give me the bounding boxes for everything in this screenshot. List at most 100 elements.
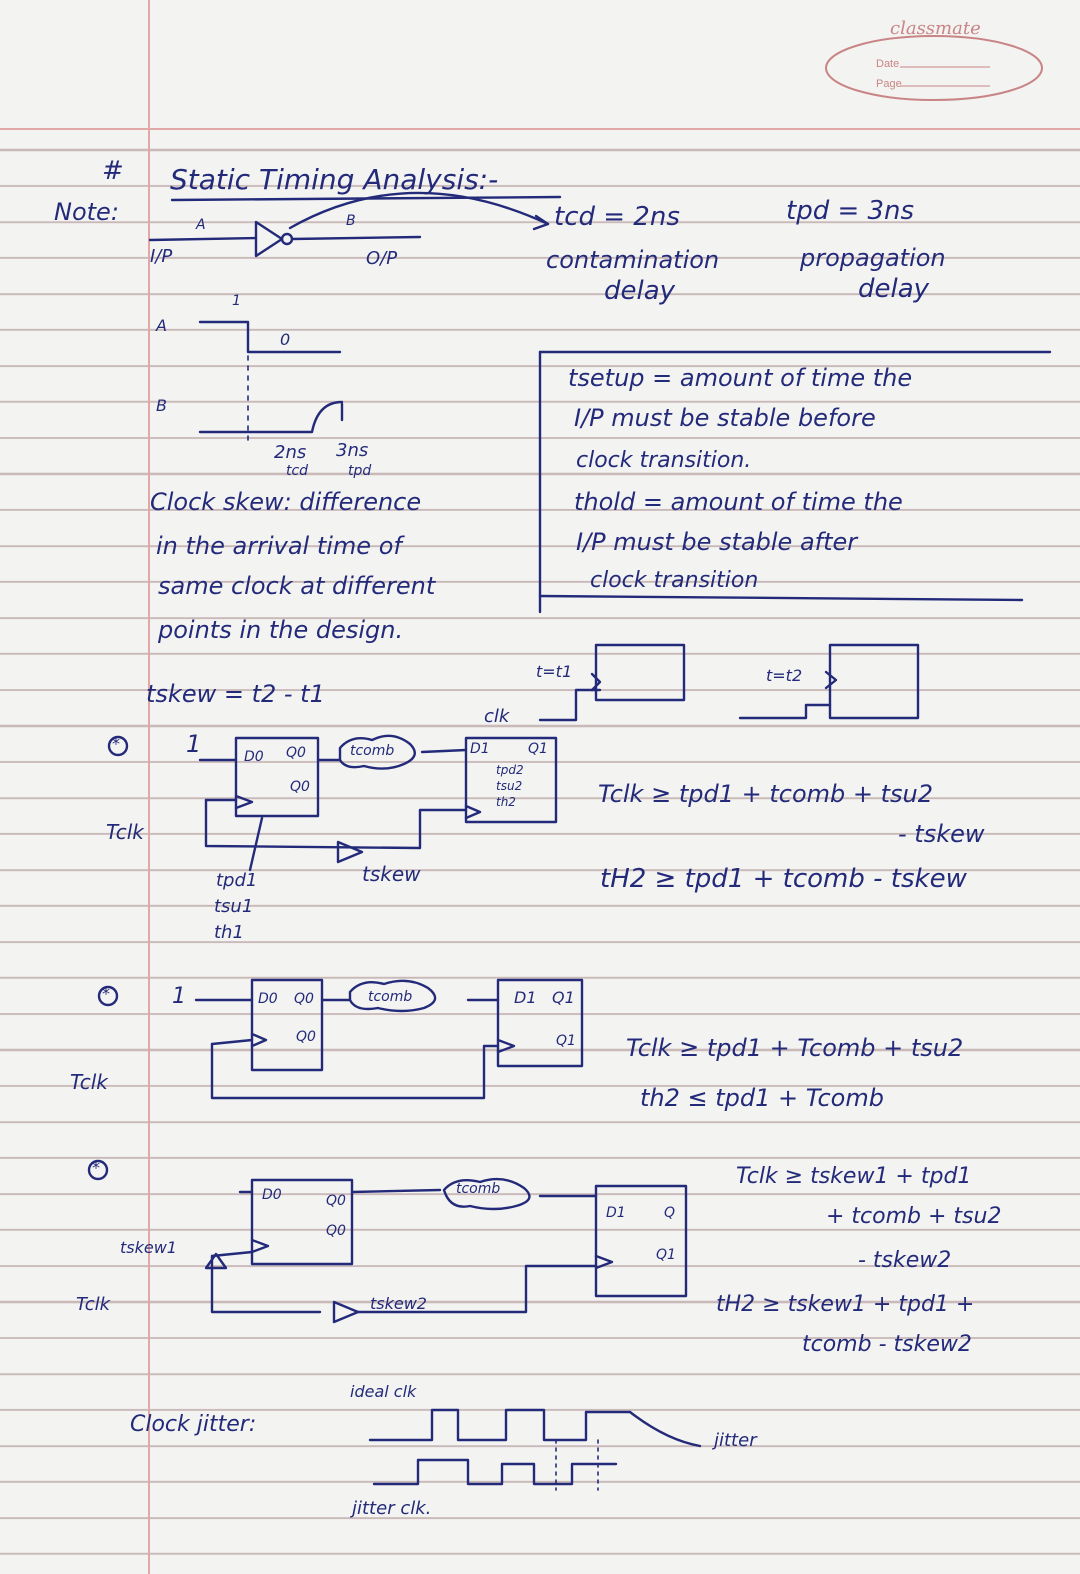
tcd-name-2: delay <box>604 276 676 306</box>
waveform-a <box>198 320 342 441</box>
date-label: Date <box>876 58 900 70</box>
c2-q0: Q0 <box>294 991 314 1007</box>
tpd-name-2: delay <box>858 274 930 304</box>
c1-clk-top: clk <box>484 706 510 727</box>
brand-name: classmate <box>890 18 981 39</box>
header-rule <box>0 128 1080 130</box>
c2-comb: tcomb <box>368 989 413 1005</box>
c3-d1: D1 <box>606 1205 626 1221</box>
c1-star: * <box>112 734 120 753</box>
buffer-gate <box>148 191 550 258</box>
wave-high-label: 1 <box>232 293 241 309</box>
c3-q0: Q0 <box>326 1193 346 1209</box>
c1-inner-tpd2: tpd2 <box>496 763 524 777</box>
wave-t1: 2ns <box>274 442 307 463</box>
page-label: Page <box>876 78 902 90</box>
circuit-1 <box>107 734 558 872</box>
c2-d1: D1 <box>514 988 537 1007</box>
c3-star: * <box>92 1158 100 1177</box>
tcd-value: tcd = 2ns <box>554 202 680 232</box>
hold-line-1: thold = amount of time the <box>574 488 903 516</box>
c1-q0b: Q0 <box>290 779 310 795</box>
circuit-2 <box>97 978 584 1100</box>
jitter-ideal-label: ideal clk <box>350 1382 417 1401</box>
wave-t2: 3ns <box>336 440 369 461</box>
c1-tclk: Tclk <box>106 820 144 844</box>
c3-tskew1: tskew1 <box>120 1238 177 1257</box>
setup-line-3: clock transition. <box>576 448 752 473</box>
c1-th1: th1 <box>214 922 244 943</box>
jitter-arrow-label: jitter <box>714 1430 757 1451</box>
note-label: Note: <box>54 198 119 226</box>
skew-formula: tskew = t2 - t1 <box>146 680 325 708</box>
c1-eq1b: - tskew <box>898 820 985 848</box>
margin-line <box>148 0 150 1574</box>
c1-input-one: 1 <box>186 730 202 758</box>
wave-low-label: 0 <box>280 330 291 349</box>
gate-node-a: A <box>196 217 206 233</box>
gate-output-label: O/P <box>366 248 398 269</box>
c3-q0b: Q0 <box>326 1223 346 1239</box>
wave-t1-name: tcd <box>286 463 309 479</box>
tpd-name-1: propagation <box>800 244 946 272</box>
c3-q1b: Q1 <box>656 1247 676 1263</box>
c3-q1: Q <box>664 1205 676 1221</box>
circuit-3 <box>87 1159 688 1324</box>
skew-line-3: same clock at different <box>158 572 436 600</box>
wave-b-label: B <box>156 396 167 415</box>
c1-comb: tcomb <box>350 743 395 759</box>
skew-line-4: points in the design. <box>158 616 404 644</box>
c3-eq1a: Tclk ≥ tskew1 + tpd1 <box>736 1164 972 1189</box>
c1-tskew: tskew <box>362 862 421 886</box>
skew-clock-boxes <box>538 643 920 722</box>
c2-q0b: Q0 <box>296 1029 316 1045</box>
c2-q1: Q1 <box>552 988 575 1007</box>
c3-eq2b: tcomb - tskew2 <box>802 1332 972 1357</box>
c1-d0: D0 <box>244 749 264 765</box>
page-header-band <box>0 0 1080 128</box>
skew-t2-label: t=t2 <box>766 666 803 685</box>
c2-input-one: 1 <box>172 984 186 1009</box>
skew-line-2: in the arrival time of <box>156 532 402 560</box>
wave-a-label: A <box>156 316 167 335</box>
c1-inner-th2: th2 <box>496 795 516 809</box>
c3-tclk: Tclk <box>76 1294 111 1315</box>
c1-q1: Q1 <box>528 741 548 757</box>
jitter-label: Clock jitter: <box>130 1412 257 1437</box>
c1-d1: D1 <box>470 741 490 757</box>
jitter-waveforms <box>368 1408 702 1491</box>
hold-line-2: I/P must be stable after <box>576 528 858 556</box>
c2-tclk: Tclk <box>70 1070 108 1094</box>
tpd-value: tpd = 3ns <box>786 196 915 226</box>
wave-t2-name: tpd <box>348 463 372 479</box>
setup-hold-box <box>538 350 1052 614</box>
c3-tskew2: tskew2 <box>370 1294 427 1313</box>
c3-d0: D0 <box>262 1187 282 1203</box>
page-title: Static Timing Analysis:- <box>170 163 499 196</box>
c2-eq2: th2 ≤ tpd1 + Tcomb <box>640 1084 884 1112</box>
skew-t1-label: t=t1 <box>536 662 573 681</box>
c1-eq2: tH2 ≥ tpd1 + tcomb - tskew <box>600 864 967 894</box>
tcd-name-1: contamination <box>546 246 720 274</box>
waveform-b <box>198 400 344 434</box>
c1-q0: Q0 <box>286 745 306 761</box>
c1-eq1a: Tclk ≥ tpd1 + tcomb + tsu2 <box>598 780 934 808</box>
hold-line-3: clock transition <box>590 568 759 593</box>
setup-line-2: I/P must be stable before <box>574 404 876 432</box>
c1-inner-tsu2: tsu2 <box>496 779 523 793</box>
c2-q1b: Q1 <box>556 1033 576 1049</box>
c1-tpd1: tpd1 <box>216 870 258 891</box>
hash-mark: # <box>102 156 124 186</box>
gate-node-b: B <box>346 213 356 229</box>
c2-eq1: Tclk ≥ tpd1 + Tcomb + tsu2 <box>626 1034 964 1062</box>
gate-input-label: I/P <box>150 246 173 267</box>
brand-oval <box>825 35 1043 101</box>
c3-comb: tcomb <box>456 1181 501 1197</box>
c1-tsu1: tsu1 <box>214 896 254 917</box>
c3-eq1c: - tskew2 <box>858 1248 952 1273</box>
skew-line-1: Clock skew: difference <box>150 488 422 516</box>
setup-line-1: tsetup = amount of time the <box>568 364 913 392</box>
c2-d0: D0 <box>258 991 278 1007</box>
